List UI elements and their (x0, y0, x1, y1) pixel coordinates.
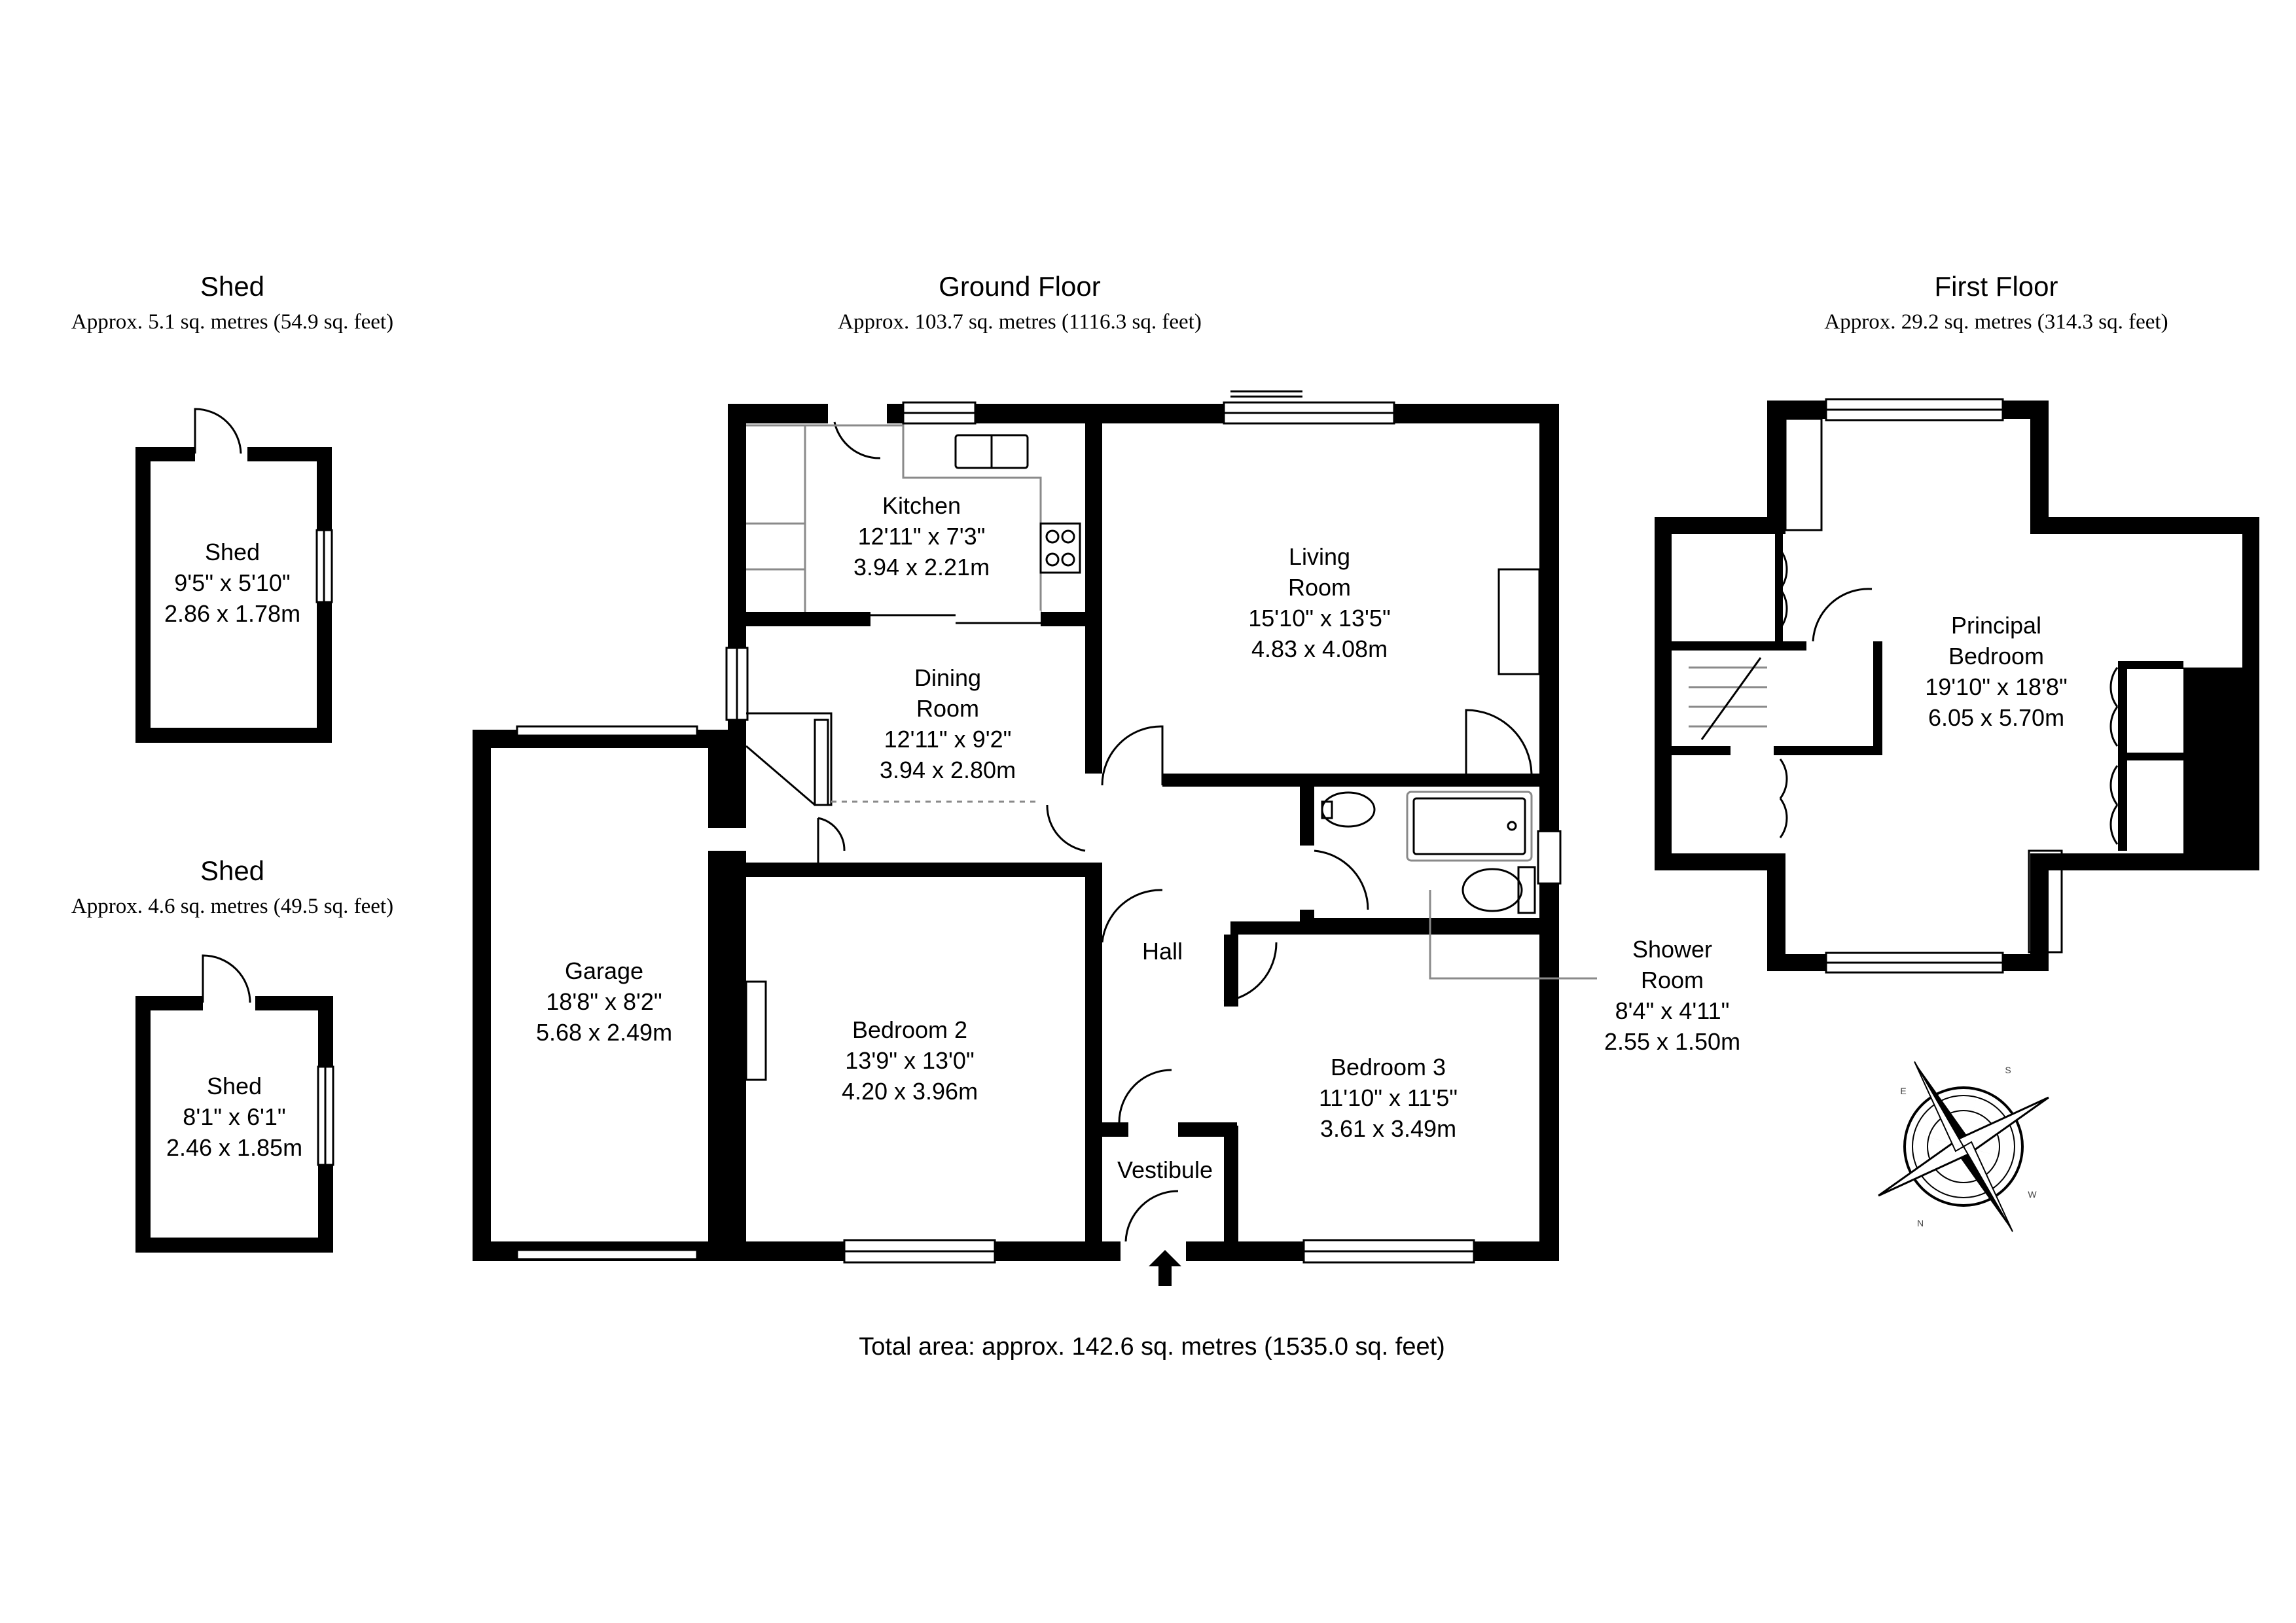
dining-room-metric: 3.94 x 2.80m (880, 757, 1016, 783)
hall-name: Hall (1142, 938, 1183, 965)
entrance-arrow-icon (1149, 1250, 1181, 1286)
bedroom3-imperial: 11'10" x 11'5" (1319, 1084, 1458, 1111)
compass-e: E (1900, 1086, 1906, 1096)
principal-bedroom-metric: 6.05 x 5.70m (1928, 704, 2064, 731)
dining-room-imperial: 12'11" x 9'2" (884, 726, 1012, 753)
shower-room-metric: 2.55 x 1.50m (1604, 1028, 1740, 1055)
shed1-title: Shed (200, 271, 264, 302)
living-room-name-line1: Living (1289, 543, 1350, 570)
shed1-plan (135, 408, 333, 743)
shower-room-name-line1: Shower (1632, 936, 1712, 963)
living-room-metric: 4.83 x 4.08m (1251, 635, 1388, 662)
bedroom3-metric: 3.61 x 3.49m (1320, 1115, 1456, 1142)
ground-floor-title: Ground Floor (939, 271, 1100, 302)
bedroom2-imperial: 13'9" x 13'0" (845, 1047, 974, 1074)
bedroom2-metric: 4.20 x 3.96m (842, 1078, 978, 1105)
living-room-name-line2: Room (1288, 574, 1351, 601)
shed1-imperial: 9'5" x 5'10" (174, 569, 290, 596)
shower-room-name-line2: Room (1641, 967, 1704, 993)
shed1-room-name: Shed (205, 539, 260, 565)
shed1-area: Approx. 5.1 sq. metres (54.9 sq. feet) (71, 310, 393, 334)
kitchen-metric: 3.94 x 2.21m (853, 554, 990, 580)
dining-room-name-line2: Room (916, 695, 979, 722)
compass-n: N (1917, 1218, 1924, 1228)
compass-w: W (2028, 1189, 2037, 1200)
shed2-metric: 2.46 x 1.85m (166, 1134, 302, 1161)
shower-room-imperial: 8'4" x 4'11" (1615, 997, 1730, 1024)
total-area: Total area: approx. 142.6 sq. metres (15… (859, 1333, 1445, 1361)
ground-floor-area: Approx. 103.7 sq. metres (1116.3 sq. fee… (838, 310, 1202, 334)
compass-rose-icon: S E N W (1878, 1061, 2049, 1232)
shed2-title: Shed (200, 855, 264, 886)
shed1-metric: 2.86 x 1.78m (164, 600, 300, 627)
living-room-imperial: 15'10" x 13'5" (1248, 605, 1390, 632)
principal-bedroom-name-line1: Principal (1951, 612, 2041, 639)
dining-room-name-line1: Dining (914, 664, 981, 691)
bedroom3-name: Bedroom 3 (1331, 1054, 1446, 1080)
garage-name: Garage (565, 957, 643, 984)
shed2-room-name: Shed (207, 1073, 262, 1099)
principal-bedroom-imperial: 19'10" x 18'8" (1925, 673, 2067, 700)
ground-floor-plan (473, 390, 1597, 1264)
garage-imperial: 18'8" x 8'2" (546, 988, 662, 1015)
principal-bedroom-name-line2: Bedroom (1948, 643, 2044, 669)
kitchen-name: Kitchen (882, 492, 961, 519)
shed2-area: Approx. 4.6 sq. metres (49.5 sq. feet) (71, 895, 393, 918)
first-floor-area: Approx. 29.2 sq. metres (314.3 sq. feet) (1824, 310, 2168, 334)
kitchen-imperial: 12'11" x 7'3" (858, 523, 986, 550)
shed2-imperial: 8'1" x 6'1" (183, 1103, 285, 1130)
first-floor-title: First Floor (1935, 271, 2058, 302)
vestibule-name: Vestibule (1117, 1156, 1213, 1183)
bedroom2-name: Bedroom 2 (852, 1016, 967, 1043)
first-floor-plan (1655, 398, 2259, 974)
compass-s: S (2005, 1065, 2011, 1075)
shed2-plan (135, 954, 334, 1253)
garage-metric: 5.68 x 2.49m (536, 1019, 672, 1046)
